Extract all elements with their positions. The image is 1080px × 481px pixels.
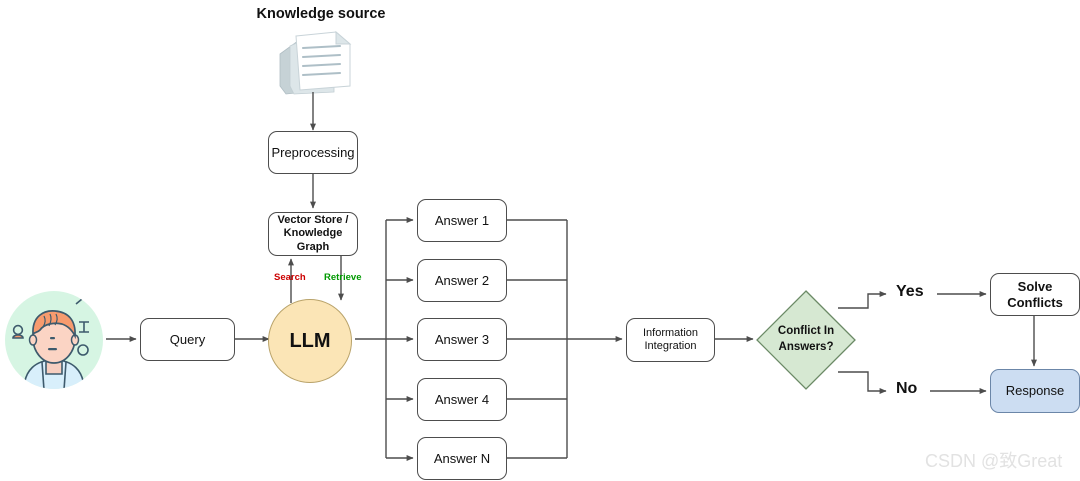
response-node[interactable]: Response: [990, 369, 1080, 413]
watermark: CSDN @致Great: [925, 451, 1063, 471]
documents-stack-icon: [272, 28, 362, 98]
solve-conflicts-node[interactable]: Solve Conflicts: [990, 273, 1080, 316]
query-node[interactable]: Query: [140, 318, 235, 361]
yes-branch-label: Yes: [896, 283, 924, 300]
answer-label: Answer 4: [434, 391, 490, 407]
no-branch-label: No: [896, 380, 918, 397]
vector-store-label: Vector Store / Knowledge Graph: [277, 214, 349, 253]
query-label: Query: [169, 331, 206, 347]
vector-store-node[interactable]: Vector Store / Knowledge Graph: [268, 212, 358, 256]
answer-node-2[interactable]: Answer 2: [417, 259, 507, 302]
answer-label: Answer 2: [434, 272, 490, 288]
llm-node[interactable]: LLM: [268, 299, 352, 383]
answer-label: Answer 1: [434, 212, 490, 228]
answer-label: Answer N: [433, 450, 491, 466]
answer-node-n[interactable]: Answer N: [417, 437, 507, 480]
search-edge-label: Search: [274, 272, 306, 283]
answer-node-1[interactable]: Answer 1: [417, 199, 507, 242]
preprocessing-node[interactable]: Preprocessing: [268, 131, 358, 174]
information-integration-node[interactable]: Information Integration: [626, 318, 715, 362]
decision-node[interactable]: Conflict In Answers?: [756, 290, 856, 390]
information-integration-label: Information Integration: [642, 326, 699, 352]
retrieve-edge-label: Retrieve: [324, 272, 362, 283]
solve-conflicts-label: Solve Conflicts: [1007, 278, 1063, 310]
knowledge-source-title: Knowledge source: [256, 6, 386, 22]
response-label: Response: [1005, 383, 1065, 399]
preprocessing-label: Preprocessing: [271, 144, 355, 160]
decision-label: Conflict In Answers?: [777, 325, 835, 353]
answer-label: Answer 3: [434, 331, 490, 347]
answer-node-4[interactable]: Answer 4: [417, 378, 507, 421]
diamond-shape: [756, 290, 856, 390]
answer-node-3[interactable]: Answer 3: [417, 318, 507, 361]
user-avatar: [4, 290, 104, 390]
llm-label: LLM: [289, 329, 331, 352]
